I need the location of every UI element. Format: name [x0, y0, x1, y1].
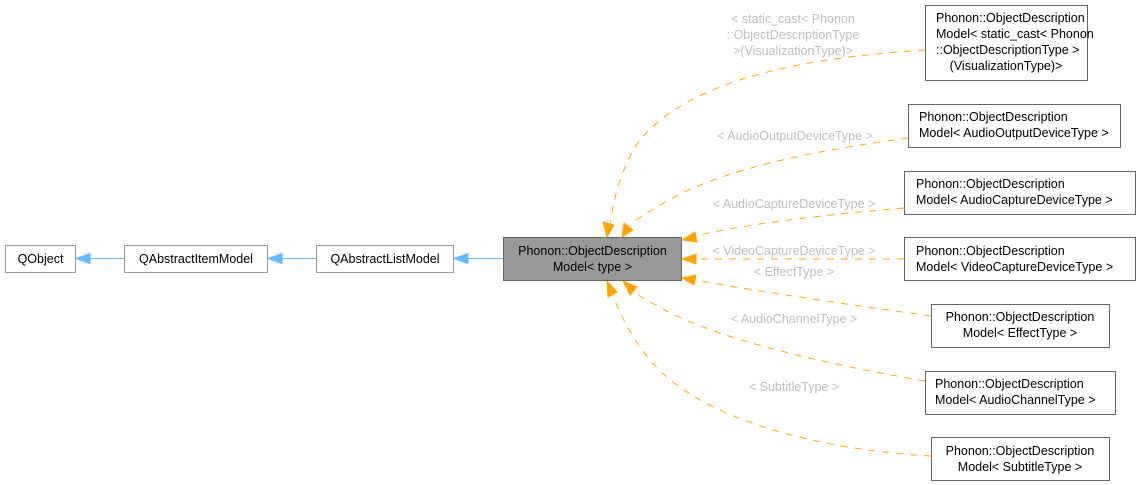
node-label-line-2: Model< static_cast< Phonon	[936, 27, 1094, 41]
node-label-line-2: Model< AudioCaptureDeviceType >	[916, 193, 1113, 207]
node-qabstractitemmodel[interactable]: QAbstractItemModel	[124, 245, 268, 273]
node-visualization[interactable]: Phonon::ObjectDescription Model< static_…	[925, 5, 1094, 81]
edge-subtitle	[612, 294, 932, 457]
arrowhead-icon	[452, 252, 469, 265]
node-label: QAbstractListModel	[330, 252, 439, 266]
arrowhead-icon	[680, 253, 697, 265]
node-label-line-2: Model< AudioOutputDeviceType >	[919, 126, 1109, 140]
node-videocapture[interactable]: Phonon::ObjectDescription Model< VideoCa…	[904, 237, 1136, 281]
arrowhead-icon	[606, 279, 618, 298]
node-label: QObject	[18, 252, 64, 266]
node-objectdescriptionmodel: Phonon::ObjectDescription Model< type >	[503, 237, 682, 281]
edge-label-visualization-line-2: ::ObjectDescriptionType	[727, 28, 860, 42]
node-audiochannel[interactable]: Phonon::ObjectDescription Model< AudioCh…	[925, 371, 1116, 415]
arrowhead-icon	[680, 231, 698, 243]
edge-label-subtitle: < SubtitleType >	[749, 380, 839, 394]
node-label-line-2: Model< EffectType >	[963, 326, 1077, 340]
node-label-line-2: Model< SubtitleType >	[958, 460, 1082, 474]
edge-visualization	[609, 49, 926, 225]
edge-label-visualization-line-3: >(VisualizationType)>	[733, 44, 853, 58]
edge-audiochannel	[633, 291, 926, 382]
node-qobject[interactable]: QObject	[5, 245, 76, 273]
node-label-line-4: (VisualizationType)>	[950, 59, 1063, 73]
arrowhead-icon	[266, 252, 283, 265]
node-label-line-2: Model< type >	[553, 260, 632, 274]
template-edges	[602, 49, 932, 457]
node-audiocapture[interactable]: Phonon::ObjectDescription Model< AudioCa…	[904, 171, 1136, 215]
node-label-line-1: Phonon::ObjectDescription	[946, 444, 1095, 458]
arrowhead-icon	[621, 222, 634, 239]
edge-label-audiocapture: < AudioCaptureDeviceType >	[713, 197, 876, 211]
node-label-line-2: Model< AudioChannelType >	[935, 393, 1096, 407]
node-label-line-1: Phonon::ObjectDescription	[916, 177, 1065, 191]
node-qabstractlistmodel[interactable]: QAbstractListModel	[316, 245, 454, 273]
node-label-line-1: Phonon::ObjectDescription	[936, 11, 1085, 25]
edge-label-videocapture: < VideoCaptureDeviceType >	[712, 244, 875, 258]
node-audiooutput[interactable]: Phonon::ObjectDescription Model< AudioOu…	[908, 104, 1121, 148]
node-label-line-1: Phonon::ObjectDescription	[935, 377, 1084, 391]
arrowhead-icon	[680, 274, 697, 286]
edge-audiocapture	[694, 207, 905, 237]
node-label-line-1: Phonon::ObjectDescription	[916, 244, 1065, 258]
node-label-line-1: Phonon::ObjectDescription	[518, 244, 667, 258]
node-effect[interactable]: Phonon::ObjectDescription Model< EffectT…	[931, 304, 1110, 348]
inheritance-edges	[74, 252, 503, 265]
edge-audiooutput	[629, 137, 909, 227]
arrowhead-icon	[621, 280, 638, 296]
edge-labels: < static_cast< Phonon ::ObjectDescriptio…	[712, 12, 875, 394]
node-label-line-3: ::ObjectDescriptionType >	[936, 43, 1079, 57]
node-label-line-1: Phonon::ObjectDescription	[919, 110, 1068, 124]
edge-label-visualization-line-1: < static_cast< Phonon	[731, 12, 855, 26]
node-subtitle[interactable]: Phonon::ObjectDescription Model< Subtitl…	[931, 437, 1110, 481]
node-label-line-1: Phonon::ObjectDescription	[946, 310, 1095, 324]
edge-label-audiochannel: < AudioChannelType >	[731, 312, 858, 326]
node-label: QAbstractItemModel	[139, 252, 253, 266]
edge-label-effect: < EffectType >	[754, 265, 834, 279]
edge-label-audiooutput: < AudioOutputDeviceType >	[717, 129, 873, 143]
arrowhead-icon	[602, 221, 615, 239]
edge-effect	[694, 279, 932, 317]
node-label-line-2: Model< VideoCaptureDeviceType >	[916, 260, 1113, 274]
arrowhead-icon	[74, 252, 91, 265]
